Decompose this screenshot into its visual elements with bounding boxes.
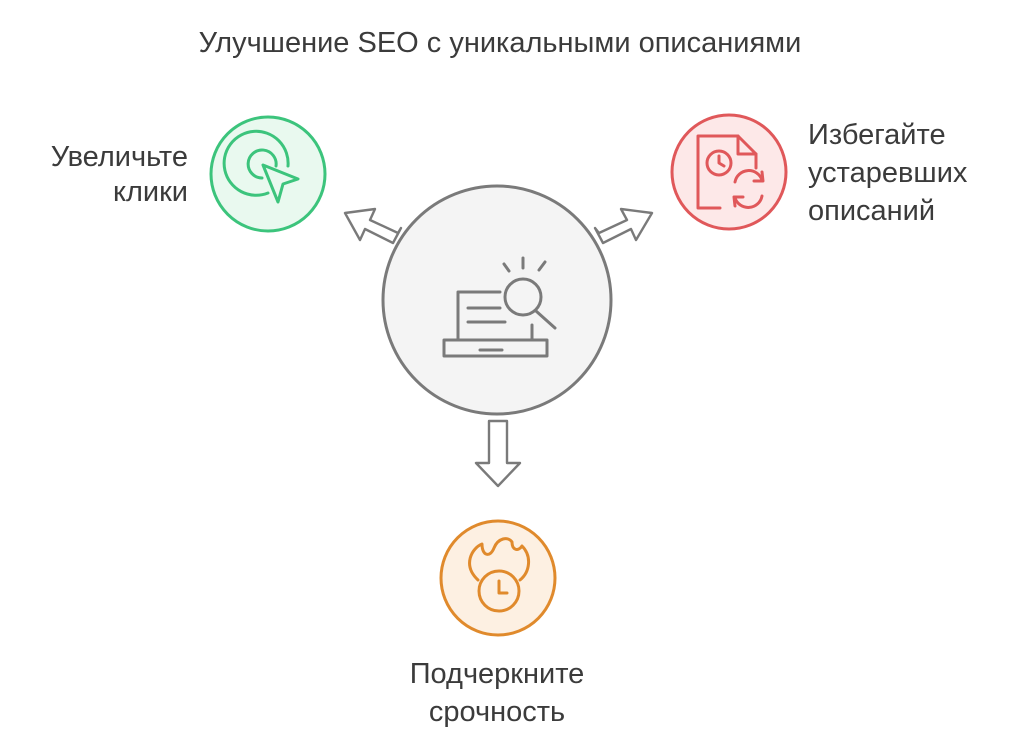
laptop-search-icon: [442, 256, 557, 358]
label-outdated-line-1: Избегайте: [808, 119, 946, 151]
label-outdated: Избегайте устаревших описаний: [808, 119, 968, 227]
label-outdated-line-2: устаревших: [808, 157, 968, 189]
arrow-to-urgency: [474, 419, 522, 488]
center-node: [381, 184, 613, 416]
node-urgency: [439, 519, 557, 637]
arrows: [343, 207, 654, 488]
cursor-click-icon: [222, 129, 300, 204]
arrow-to-outdated: [593, 207, 654, 245]
label-urgency-line-2: срочность: [429, 696, 565, 728]
node-outdated: [670, 113, 788, 231]
document-refresh-icon: [696, 134, 765, 210]
label-outdated-line-3: описаний: [808, 195, 935, 227]
fire-clock-icon: [468, 537, 530, 613]
label-urgency: Подчеркните срочность: [410, 658, 585, 728]
label-clicks: Увеличьте клики: [51, 141, 188, 208]
diagram-title: Улучшение SEO с уникальными описаниями: [199, 27, 802, 59]
label-urgency-line-1: Подчеркните: [410, 658, 585, 690]
label-clicks-line-2: клики: [113, 176, 188, 208]
node-clicks: [209, 115, 327, 233]
label-clicks-line-1: Увеличьте: [51, 141, 188, 173]
arrow-to-clicks: [343, 207, 403, 245]
